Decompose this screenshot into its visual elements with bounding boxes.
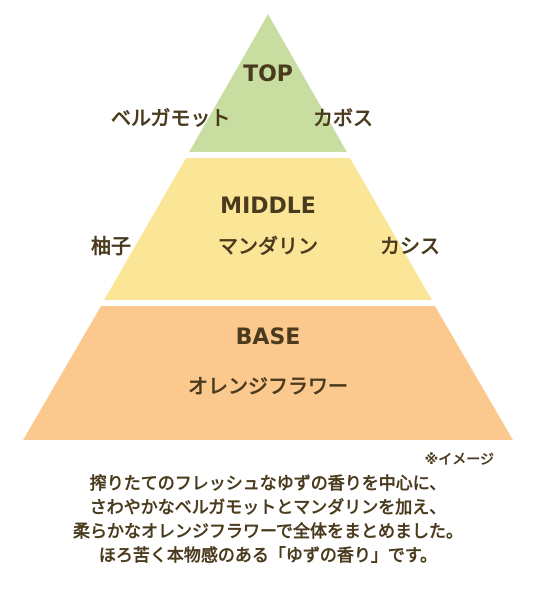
middle-note-mandarin: マンダリン xyxy=(218,234,318,258)
fragrance-pyramid xyxy=(23,14,513,440)
image-note: ※イメージ xyxy=(424,452,494,468)
top-note-kabosu: カボス xyxy=(313,106,373,130)
description-line: さわやかなベルガモットとマンダリンを加え、 xyxy=(89,498,447,518)
description-line: 搾りたてのフレッシュなゆずの香りを中心に、 xyxy=(89,474,447,494)
middle-tier xyxy=(104,158,432,300)
base-note-orange-flower: オレンジフラワー xyxy=(188,374,348,398)
description: 搾りたてのフレッシュなゆずの香りを中心に、 さわやかなベルガモットとマンダリンを… xyxy=(0,472,536,568)
middle-note-yuzu: 柚子 xyxy=(91,234,131,258)
description-line: 柔らかなオレンジフラワーで全体をまとめました。 xyxy=(73,522,463,542)
base-tier-title: BASE xyxy=(235,325,301,350)
description-line: ほろ苦く本物感のある「ゆずの香り」です。 xyxy=(98,546,438,566)
top-note-bergamot: ベルガモット xyxy=(111,106,231,130)
middle-note-cassis: カシス xyxy=(380,234,440,258)
middle-tier-title: MIDDLE xyxy=(220,194,316,219)
top-tier-title: TOP xyxy=(243,62,293,87)
base-tier xyxy=(23,306,513,440)
top-tier xyxy=(189,14,347,152)
